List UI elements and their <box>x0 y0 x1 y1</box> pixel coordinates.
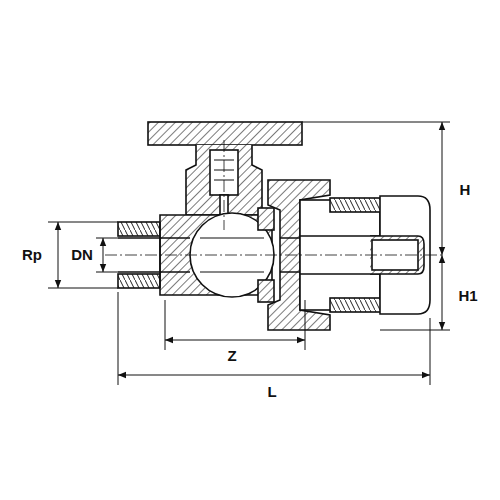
dimension-label: Rp <box>20 247 44 264</box>
dimension-label: H1 <box>456 288 479 305</box>
dimension-label: H <box>458 182 473 199</box>
dimension-label: DN <box>69 247 95 264</box>
dimension-label: Z <box>225 348 238 365</box>
dimension-label: L <box>265 384 278 401</box>
center-line <box>105 140 445 255</box>
valve-body <box>118 122 430 330</box>
dimension-lines <box>48 122 450 385</box>
